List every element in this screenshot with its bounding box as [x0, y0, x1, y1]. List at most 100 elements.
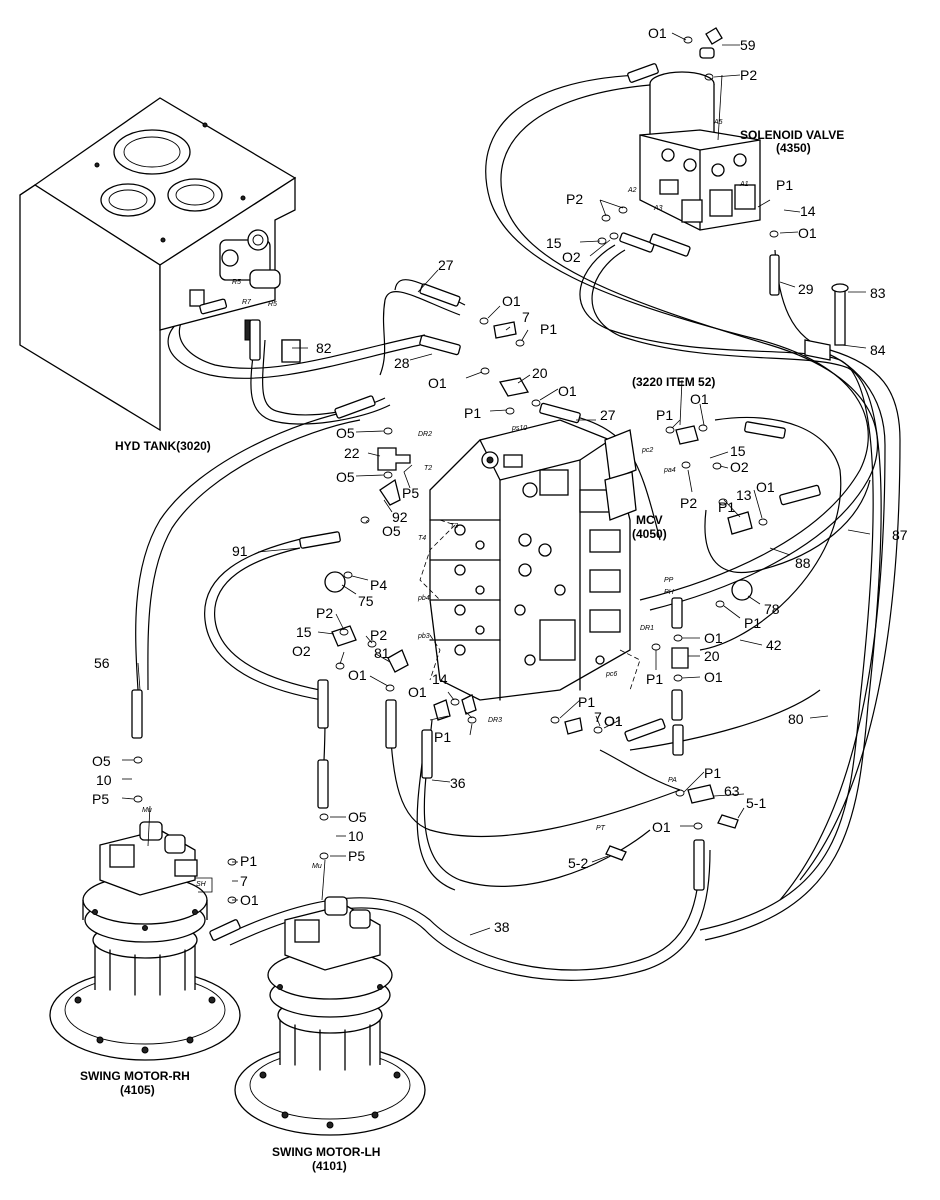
- leader-lines: [121, 32, 871, 936]
- hose-tank-return: [250, 339, 391, 425]
- port-label: T4: [418, 535, 426, 542]
- callout-label: O1: [756, 479, 775, 495]
- callout-label: P1: [240, 853, 257, 869]
- port-label: PA: [668, 777, 677, 784]
- callout-label: O5: [382, 523, 401, 539]
- port-label: A2: [627, 187, 637, 194]
- port-label: R7: [242, 299, 252, 306]
- callout-label: P1: [718, 499, 735, 515]
- callout-label: 87: [892, 527, 908, 543]
- caption-swing-lh: SWING MOTOR-LH: [272, 1145, 380, 1159]
- port-label: A3: [653, 205, 663, 212]
- callout-label: O1: [648, 25, 667, 41]
- fittings: [131, 63, 849, 941]
- hose-27-upper: [379, 290, 461, 376]
- callout-label: P2: [370, 627, 387, 643]
- callout-label: 14: [432, 671, 448, 687]
- callout-label: 84: [870, 342, 886, 358]
- port-label: DR3: [488, 717, 502, 724]
- callout-label: 27: [438, 257, 454, 273]
- callout-label: P1: [578, 694, 595, 710]
- port-label: A5: [713, 119, 723, 126]
- callout-label: 78: [764, 601, 780, 617]
- port-labels: R5 R7 R5 A5 A2 A3 A1 DR2 ps10 T2 T3 T4 p…: [142, 119, 749, 888]
- caption-mcv: MCV: [636, 513, 663, 527]
- callout-label: 36: [450, 775, 466, 791]
- callout-label: O1: [704, 630, 723, 646]
- caption-mcv-code: (4050): [632, 527, 667, 541]
- port-label: A1: [739, 181, 749, 188]
- hose-loop-outer-1: [485, 74, 869, 601]
- port-label: pc6: [605, 671, 617, 678]
- callout-label: 29: [798, 281, 814, 297]
- callout-label: O1: [690, 391, 709, 407]
- callout-label: 81: [374, 645, 390, 661]
- callout-label: 56: [94, 655, 110, 671]
- hose-28: [167, 309, 421, 379]
- callout-label: O2: [562, 249, 581, 265]
- callout-label: 38: [494, 919, 510, 935]
- callout-label: P1: [776, 177, 793, 193]
- callout-label: O1: [428, 375, 447, 391]
- caption-swing-rh: SWING MOTOR-RH: [80, 1069, 190, 1083]
- port-label: R5: [268, 301, 277, 308]
- callout-label: O5: [336, 425, 355, 441]
- callout-label: P5: [402, 485, 419, 501]
- port-label: pb4: [417, 595, 430, 602]
- port-label: T2: [424, 465, 432, 472]
- callout-label: P1: [656, 407, 673, 423]
- port-label: ps10: [511, 425, 527, 432]
- hose-87: [779, 347, 886, 901]
- port-label: PT: [596, 825, 606, 832]
- callout-label: P1: [464, 405, 481, 421]
- callout-label: 27: [600, 407, 616, 423]
- callout-label: P2: [680, 495, 697, 511]
- caption-swing-lh-code: (4101): [312, 1159, 347, 1173]
- callout-label: O1: [704, 669, 723, 685]
- callout-label: 20: [704, 648, 720, 664]
- callout-label: 15: [546, 235, 562, 251]
- hose-29: [774, 249, 901, 881]
- hose-mcv-down-2: [389, 719, 681, 838]
- port-label: pc2: [641, 447, 653, 454]
- callout-label: O5: [348, 809, 367, 825]
- callout-label: 10: [96, 772, 112, 788]
- callout-label: 13: [736, 487, 752, 503]
- callout-label: 28: [394, 355, 410, 371]
- solenoid-valve: [639, 27, 761, 231]
- port-label: T3: [450, 523, 458, 530]
- callout-label: P5: [92, 791, 109, 807]
- mcv-main-control-valve: [419, 419, 641, 701]
- hose-solenoid-to-mcv-2: [591, 249, 882, 941]
- callout-label: O1: [240, 892, 259, 908]
- hose-88: [704, 479, 871, 574]
- port-label: pb3: [417, 633, 430, 640]
- callout-label: 7: [594, 709, 602, 725]
- port-label: PP: [664, 577, 674, 584]
- component-captions: HYD TANK(3020) SOLENOID VALVE (4350) MCV…: [80, 128, 844, 1173]
- callout-label: 91: [232, 543, 248, 559]
- callout-label: 20: [532, 365, 548, 381]
- hose-loop-outer-2: [500, 84, 879, 611]
- callout-label: P1: [744, 615, 761, 631]
- callout-label: 92: [392, 509, 408, 525]
- caption-hyd-tank: HYD TANK(3020): [115, 439, 211, 453]
- port-label: PH: [664, 589, 675, 596]
- callout-label: P1: [540, 321, 557, 337]
- callout-label: O2: [292, 643, 311, 659]
- callout-label: 15: [730, 443, 746, 459]
- callout-label: P1: [704, 765, 721, 781]
- hose-42: [699, 416, 842, 651]
- callout-label: P2: [566, 191, 583, 207]
- port-label: Mu: [312, 863, 322, 870]
- callout-label: 14: [800, 203, 816, 219]
- hose-routes: [135, 74, 901, 981]
- callout-label: O5: [336, 469, 355, 485]
- callout-label: 5-2: [568, 855, 588, 871]
- callout-label: O1: [408, 684, 427, 700]
- callout-label: O1: [348, 667, 367, 683]
- callout-label: 75: [358, 593, 374, 609]
- hose-solenoid-to-mcv-1: [579, 244, 874, 931]
- callout-label: P2: [740, 67, 757, 83]
